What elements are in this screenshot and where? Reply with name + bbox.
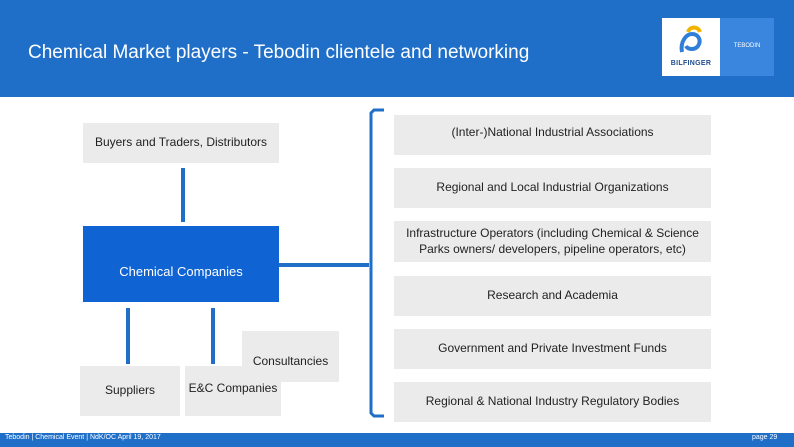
chemical-companies-label: Chemical Companies bbox=[119, 263, 243, 279]
right-item-6-label: Regional & National Industry Regulatory … bbox=[425, 394, 680, 409]
right-item-5: Government and Private Investment Funds bbox=[394, 329, 711, 369]
right-item-4: Research and Academia bbox=[394, 276, 711, 316]
suppliers-box: Suppliers bbox=[80, 366, 180, 416]
connector-chemical-suppliers bbox=[126, 308, 130, 364]
consultancies-label: Consultancies bbox=[252, 353, 329, 368]
page-number: page 29 bbox=[752, 434, 778, 441]
logo-text: BILFINGER bbox=[670, 60, 712, 67]
right-item-3-label: Infrastructure Operators (including Chem… bbox=[406, 225, 699, 256]
right-item-6: Regional & National Industry Regulatory … bbox=[394, 382, 711, 422]
suppliers-label: Suppliers bbox=[104, 383, 156, 398]
ec-companies-box: E&C Companies bbox=[185, 366, 281, 416]
connector-buyers-chemical bbox=[181, 168, 185, 222]
page-title: Chemical Market players - Tebodin client… bbox=[28, 42, 530, 63]
bilfinger-logo-icon bbox=[679, 25, 702, 53]
connector-chemical-ec bbox=[211, 308, 215, 364]
right-item-2-label: Regional and Local Industrial Organizati… bbox=[436, 180, 669, 195]
right-item-5-label: Government and Private Investment Funds bbox=[438, 341, 667, 356]
right-item-1: (Inter-)National Industrial Associations bbox=[394, 115, 711, 155]
header-bar bbox=[0, 0, 794, 97]
tebodin-brand: TEBODIN bbox=[720, 18, 774, 76]
footer-text: Tebodin | Chemical Event | NdK/OC April … bbox=[5, 434, 161, 441]
buyers-box: Buyers and Traders, Distributors bbox=[83, 123, 279, 163]
right-item-4-label: Research and Academia bbox=[487, 288, 618, 303]
buyers-label: Buyers and Traders, Distributors bbox=[94, 135, 268, 150]
connector-chemical-bracket bbox=[279, 263, 369, 267]
ec-companies-label: E&C Companies bbox=[188, 381, 278, 396]
right-item-2: Regional and Local Industrial Organizati… bbox=[394, 168, 711, 208]
right-item-3: Infrastructure Operators (including Chem… bbox=[394, 221, 711, 262]
bilfinger-logo: BILFINGER bbox=[662, 18, 720, 76]
bracket-icon bbox=[369, 108, 384, 418]
footer-bar bbox=[0, 433, 794, 447]
right-item-1-label: (Inter-)National Industrial Associations bbox=[451, 125, 654, 140]
brand-text: TEBODIN bbox=[733, 43, 761, 49]
chemical-companies-box: Chemical Companies bbox=[83, 226, 279, 302]
